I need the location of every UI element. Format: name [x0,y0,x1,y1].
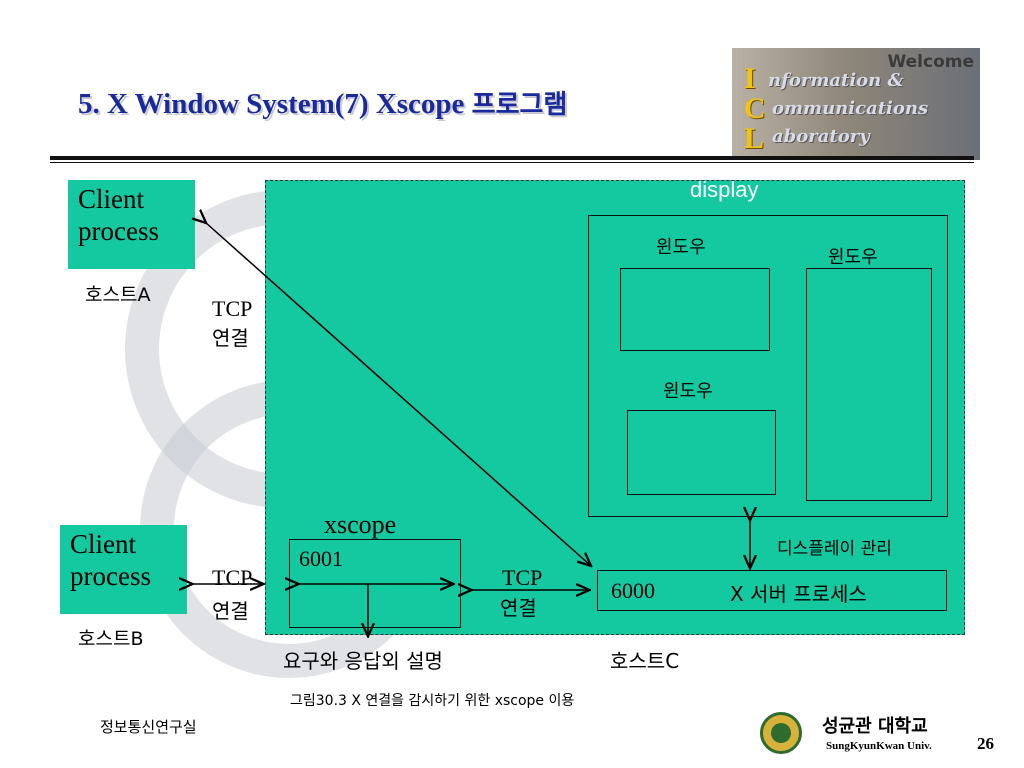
tcp-c-connect: 연결 [500,596,537,620]
figure-caption: 그림30.3 X 연결을 감시하기 위한 xscope 이용 [290,693,575,709]
host-c-label: 호스트C [610,649,680,673]
lab-logo: Welcome I C L nformation & ommunications… [732,48,980,160]
logo-letter-l: L [744,122,765,155]
slide-title-korean: 프로그램 [471,90,568,120]
client-a-text: Client process [78,184,159,246]
display-management-label: 디스플레이 관리 [777,539,892,559]
window-box-3 [627,410,776,495]
server-port: 6000 [611,578,655,603]
tcp-b-connect: 연결 [212,599,249,623]
university-name-english: SungKyunKwan Univ. [826,740,932,752]
university-name: 성균관 대학교 [822,716,928,737]
window-box-2 [806,268,932,501]
window-label-2: 윈도우 [828,247,878,268]
slide-title: 5. X Window System(7) Xscope 프로그램 [78,84,567,121]
logo-line-2: ommunications [772,98,929,119]
page-number: 26 [977,734,994,753]
logo-line-1: nformation & [768,70,904,91]
server-label: X 서버 프로세스 [730,582,867,606]
client-b-text: Client process [70,529,151,591]
window-label-1: 윈도우 [656,237,706,258]
university-seal [760,712,802,754]
window-label-3: 윈도우 [663,381,713,402]
display-label: display [690,177,759,202]
slide-title-text: 5. X Window System(7) Xscope [78,88,472,120]
client-process-a: Client process [68,180,195,269]
logo-line-3: aboratory [772,126,870,147]
logo-letter-i: I [744,62,756,95]
host-b-label: 호스트B [78,628,144,650]
host-a-label: 호스트A [85,284,151,306]
window-box-1 [620,268,770,351]
logo-welcome: Welcome [887,52,974,72]
request-response-label: 요구와 응답외 설명 [283,649,443,673]
title-rule-thin [50,162,974,163]
logo-letter-c: C [744,92,766,125]
title-rule [50,156,974,160]
lab-name: 정보통신연구실 [100,718,197,736]
client-process-b: Client process [60,525,187,614]
x-server-box [597,570,947,611]
arrow-client-a-to-server [205,222,590,565]
